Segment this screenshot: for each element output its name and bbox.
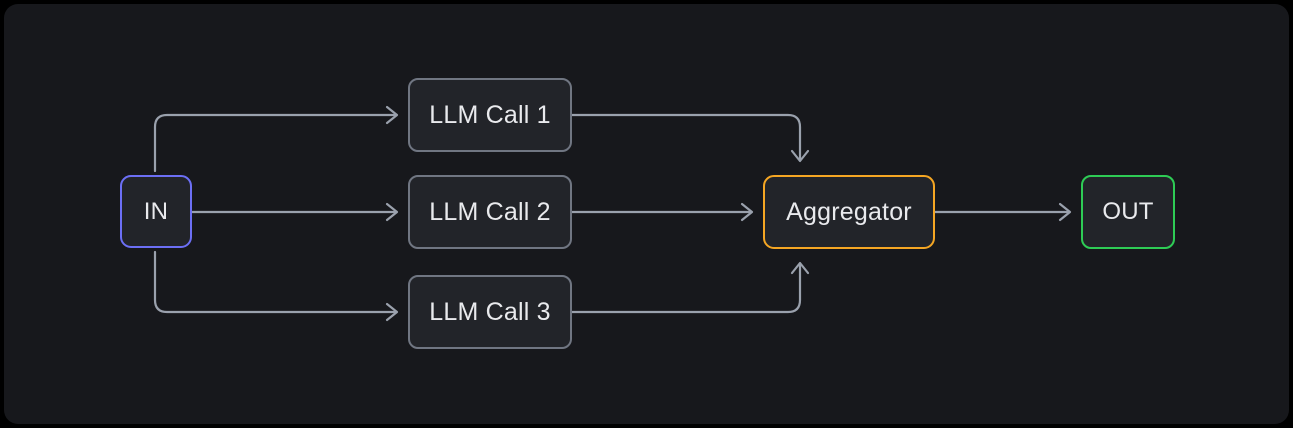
edge-in-to-llm3 [153, 250, 398, 314]
node-llm-call-2[interactable]: LLM Call 2 [408, 175, 572, 249]
node-aggregator-label: Aggregator [786, 197, 912, 226]
node-llm-call-1[interactable]: LLM Call 1 [408, 78, 572, 152]
node-out-label: OUT [1102, 198, 1154, 225]
node-llm-call-1-label: LLM Call 1 [429, 100, 551, 129]
edge-llm3-to-aggregator [570, 263, 802, 314]
node-aggregator[interactable]: Aggregator [763, 175, 935, 249]
arrowhead-in-to-llm1 [385, 105, 399, 125]
node-llm-call-3-label: LLM Call 3 [429, 297, 551, 326]
arrowhead-in-to-llm2 [385, 202, 399, 222]
arrowhead-llm1-to-aggregator [790, 149, 810, 163]
arrowhead-in-to-llm3 [385, 302, 399, 322]
node-llm-call-2-label: LLM Call 2 [429, 197, 551, 226]
node-in-label: IN [143, 197, 169, 225]
edge-llm1-to-aggregator [570, 113, 802, 161]
node-out[interactable]: OUT [1081, 175, 1175, 249]
edge-in-to-llm1 [153, 113, 398, 173]
node-in[interactable]: IN [120, 175, 192, 248]
arrowhead-aggregator-to-out [1058, 202, 1072, 222]
node-llm-call-3[interactable]: LLM Call 3 [408, 275, 572, 349]
arrowhead-llm3-to-aggregator [790, 261, 810, 275]
diagram-canvas: IN LLM Call 1 LLM Call 2 LLM Call 3 Aggr… [4, 4, 1289, 424]
arrowhead-llm2-to-aggregator [740, 202, 754, 222]
